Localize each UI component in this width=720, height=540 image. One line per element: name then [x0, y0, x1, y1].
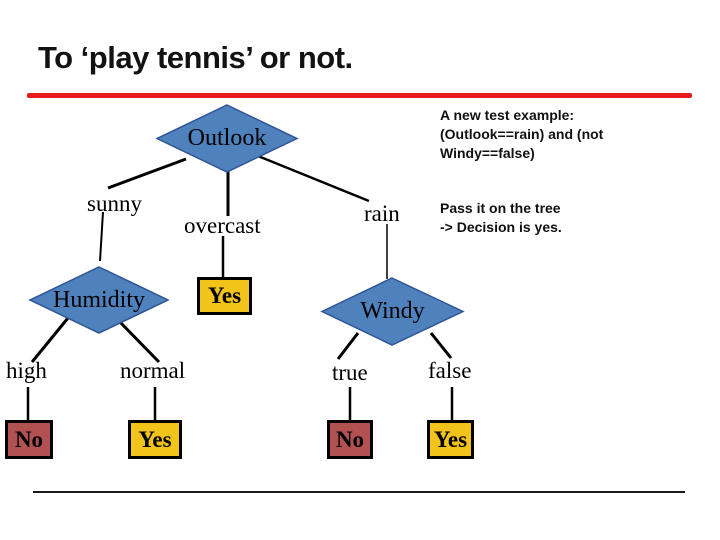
branch-label-rain: rain [364, 201, 400, 226]
edge-windy-true [336, 332, 360, 360]
node-windy-shape [320, 277, 465, 346]
branch-label-overcast: overcast [184, 213, 261, 238]
leaf-yes-normal: Yes [128, 420, 182, 459]
node-outlook-shape [155, 104, 299, 173]
edge-windy-false [429, 332, 453, 359]
note-line: Windy==false) [440, 145, 535, 161]
leaf-no-true: No [327, 420, 373, 459]
branch-label-sunny: sunny [87, 191, 142, 216]
branch-label-false: false [428, 358, 472, 383]
leaf-yes-overcast: Yes [197, 277, 252, 315]
title-underline [27, 93, 692, 98]
branch-label-normal: normal [120, 358, 186, 383]
page-title: To ‘play tennis’ or not. [38, 40, 353, 75]
branch-label-true: true [332, 360, 368, 385]
leaf-yes-false: Yes [427, 420, 474, 459]
note-line: (Outlook==rain) and (not [440, 126, 604, 142]
note-new-test-example: A new test example: (Outlook==rain) and … [440, 106, 690, 163]
leaf-no-high: No [5, 420, 53, 459]
note-line: Pass it on the tree [440, 200, 561, 216]
edge-humidity-high [30, 317, 70, 363]
branch-label-high: high [6, 358, 47, 383]
edge-sunny-humidity [99, 211, 104, 262]
note-decision-result: Pass it on the tree -> Decision is yes. [440, 199, 690, 237]
edge-outlook-sunny [107, 157, 187, 190]
edge-outlook-rain [257, 154, 370, 203]
note-line: -> Decision is yes. [440, 219, 562, 235]
bottom-rule [33, 491, 685, 493]
node-humidity-shape [28, 266, 170, 334]
edge-humidity-normal [116, 318, 161, 364]
note-line: A new test example: [440, 107, 575, 123]
